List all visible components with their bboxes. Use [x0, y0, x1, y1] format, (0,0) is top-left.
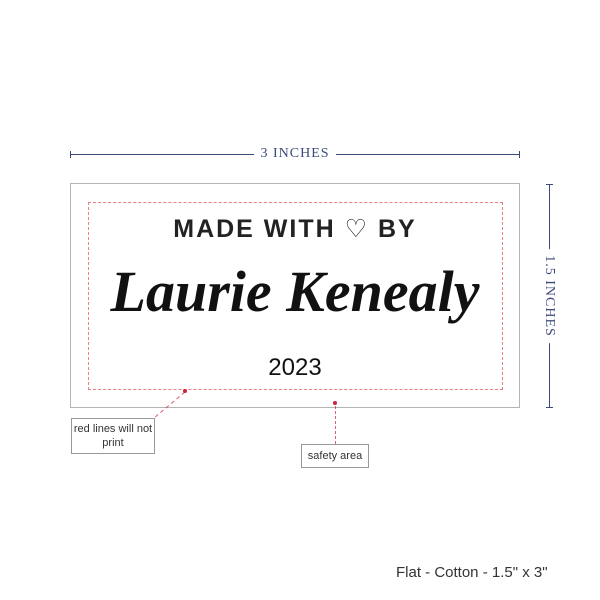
- heart-icon: ♡: [344, 215, 370, 243]
- safety-area-marker: [333, 401, 337, 405]
- by-text: BY: [378, 215, 417, 243]
- red-lines-marker: [183, 389, 187, 393]
- product-description: Flat - Cotton - 1.5" x 3": [396, 564, 548, 581]
- width-dimension: 3 INCHES: [0, 146, 590, 162]
- label-year: 2023: [268, 354, 322, 381]
- label-preview: [70, 183, 520, 408]
- made-with-love-line: MADE WITH ♡ BY: [70, 214, 520, 244]
- safety-area-outline: [88, 202, 503, 390]
- safety-area-leader: [335, 406, 336, 444]
- red-lines-callout: red lines will not print: [71, 418, 155, 454]
- dimension-tick: [546, 184, 553, 185]
- made-with-text: MADE WITH: [173, 215, 336, 243]
- dimension-tick: [70, 151, 71, 158]
- dimension-tick: [519, 151, 520, 158]
- dimension-tick: [546, 407, 553, 408]
- red-lines-leader: [153, 391, 186, 419]
- height-dimension-label: 1.5 INCHES: [541, 249, 557, 343]
- width-dimension-label: 3 INCHES: [254, 146, 336, 161]
- label-name: Laurie Kenealy: [110, 259, 480, 324]
- safety-area-callout: safety area: [301, 444, 369, 468]
